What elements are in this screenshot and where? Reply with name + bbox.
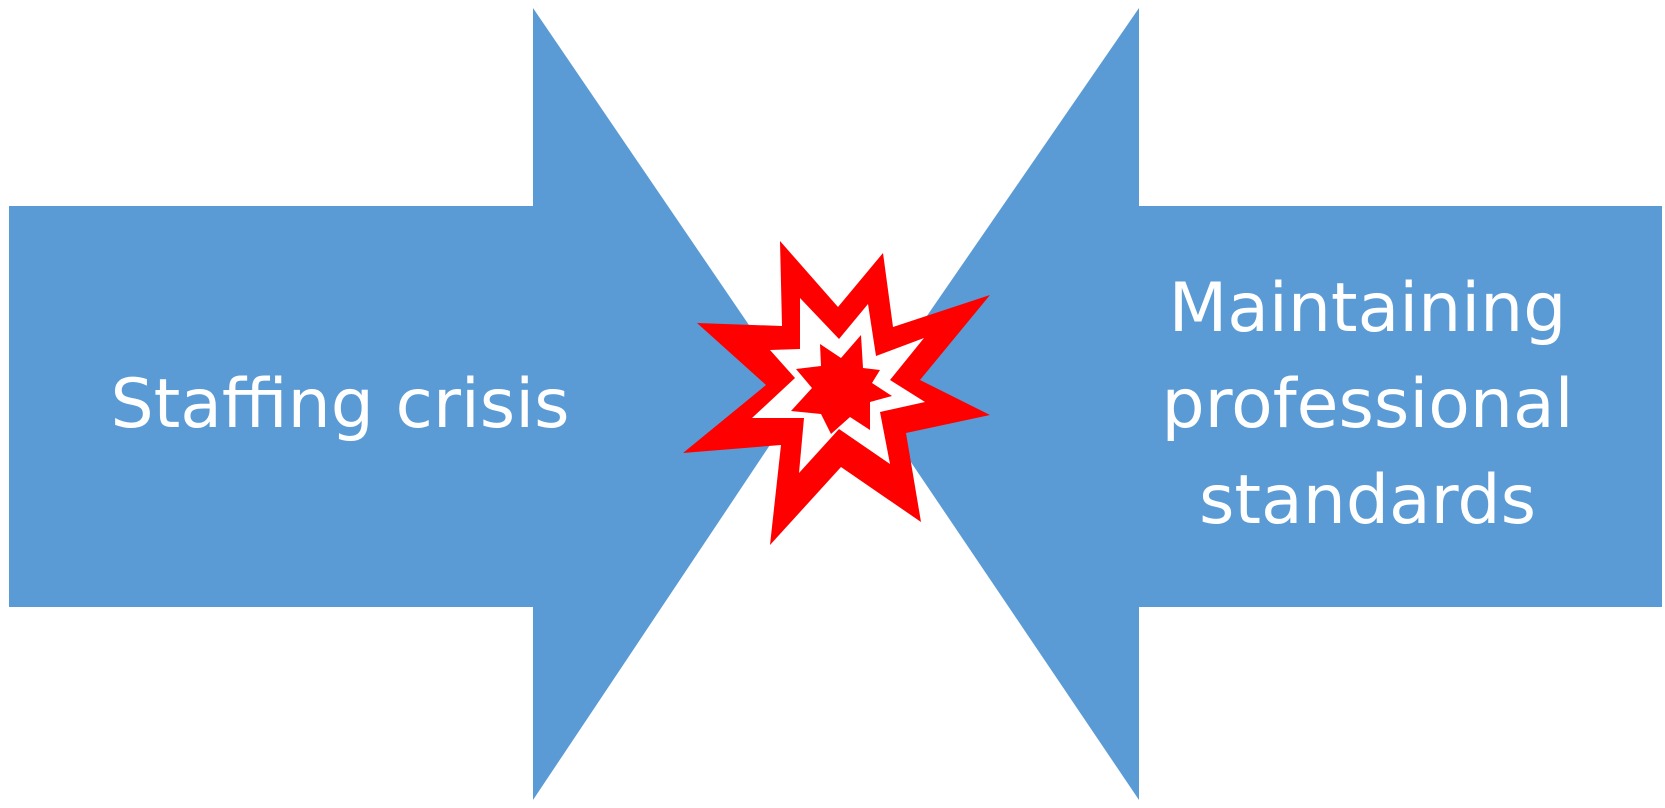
maintaining-standards-label: Maintaining professional standards [1161, 269, 1574, 540]
explosion-burst-icon [683, 241, 990, 545]
left-arrow [9, 8, 800, 800]
staffing-crisis-label: Staffing crisis [110, 365, 570, 444]
right-arrow [869, 8, 1662, 800]
burst-core [791, 335, 892, 434]
